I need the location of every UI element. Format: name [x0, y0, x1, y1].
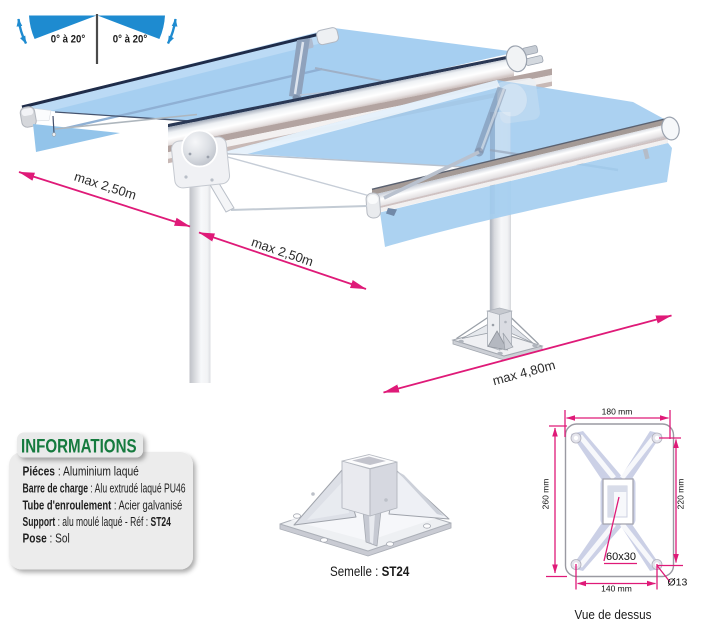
svg-text:140 mm: 140 mm: [601, 584, 632, 594]
svg-text:Tube d'enroulement : Acier gal: Tube d'enroulement : Acier galvanisé: [23, 499, 183, 513]
svg-text:0° à 20°: 0° à 20°: [113, 33, 148, 46]
svg-text:Vue de dessus: Vue de dessus: [575, 607, 652, 622]
svg-text:0° à 20°: 0° à 20°: [51, 33, 86, 46]
svg-text:Pose : Sol: Pose : Sol: [23, 531, 70, 545]
svg-text:INFORMATIONS: INFORMATIONS: [21, 435, 137, 457]
svg-text:220 mm: 220 mm: [676, 479, 686, 510]
svg-text:260 mm: 260 mm: [541, 479, 551, 510]
svg-text:Support : alu moulé laqué - Ré: Support : alu moulé laqué - Réf : ST24: [23, 515, 172, 529]
svg-text:Piéces : Aluminium laqué: Piéces : Aluminium laqué: [23, 464, 139, 478]
svg-text:Ø13: Ø13: [668, 577, 688, 589]
svg-text:60x30: 60x30: [606, 551, 636, 563]
svg-text:Semelle : ST24: Semelle : ST24: [330, 564, 409, 579]
svg-text:180 mm: 180 mm: [602, 407, 633, 417]
svg-text:Barre de charge : Alu extrudé: Barre de charge : Alu extrudé laqué PU46: [23, 482, 186, 496]
